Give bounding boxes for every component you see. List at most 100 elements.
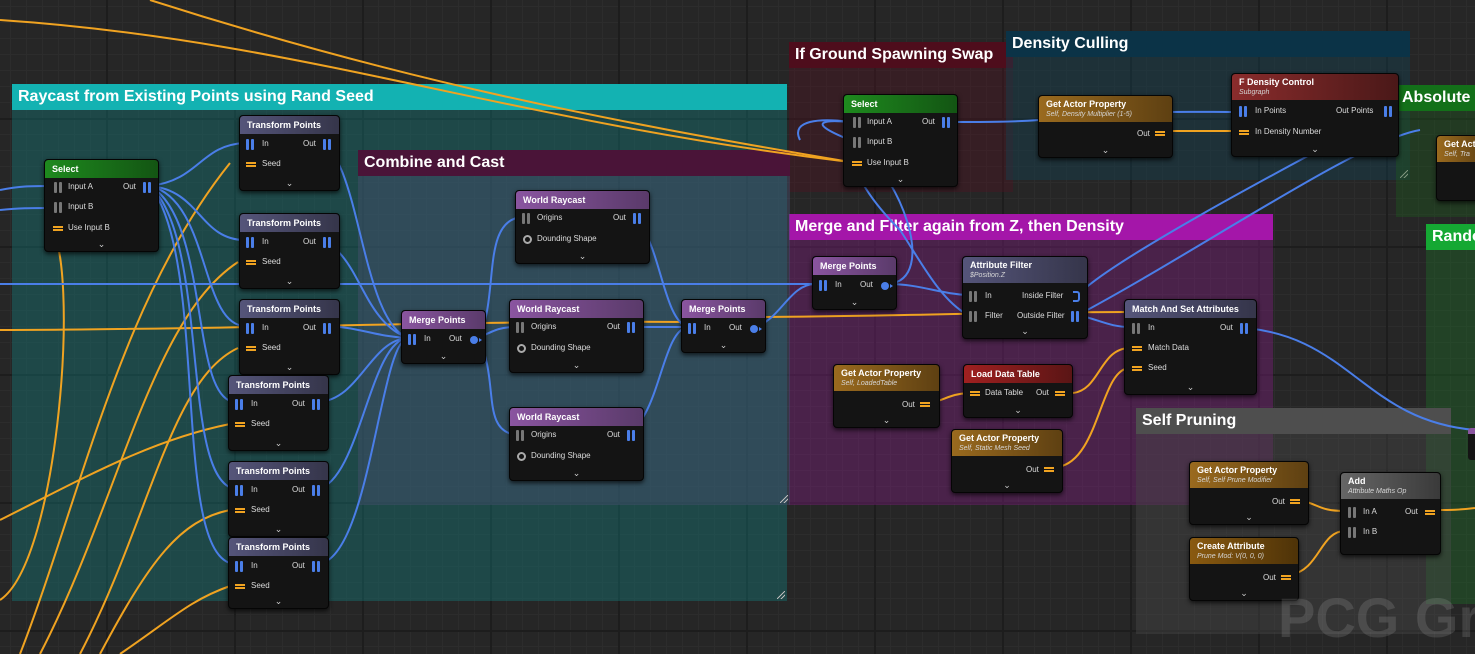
- filter-pin-icon[interactable]: [969, 311, 978, 322]
- expand-chevron-icon[interactable]: ⌄: [1186, 382, 1195, 392]
- out-pin-icon[interactable]: [312, 485, 321, 496]
- expand-chevron-icon[interactable]: ⌄: [1014, 405, 1022, 415]
- seed-pin-icon[interactable]: [246, 162, 256, 167]
- get-actor-property-node[interactable]: Get Actor Property Self, LoadedTable Out…: [833, 364, 940, 428]
- expand-chevron-icon[interactable]: ⌄: [850, 297, 859, 307]
- world-raycast-node[interactable]: World Raycast Origins Out Dounding Shape…: [509, 299, 644, 373]
- expand-chevron-icon[interactable]: ⌄: [719, 340, 728, 350]
- use-input-b-pin-icon[interactable]: [53, 226, 63, 231]
- in-a-pin-icon[interactable]: [1348, 507, 1357, 518]
- expand-chevron-icon[interactable]: ⌄: [1240, 588, 1248, 598]
- resize-grip-icon[interactable]: [780, 495, 788, 503]
- in-b-pin-icon[interactable]: [1348, 527, 1357, 538]
- expand-chevron-icon[interactable]: ⌄: [97, 239, 106, 249]
- transform-points-node[interactable]: Transform Points In Out Seed ⌄: [239, 115, 340, 191]
- seed-pin-icon[interactable]: [235, 508, 245, 513]
- expand-chevron-icon[interactable]: ⌄: [1245, 512, 1253, 522]
- inside-filter-pin-icon[interactable]: [1073, 291, 1080, 302]
- expand-chevron-icon[interactable]: ⌄: [285, 362, 294, 372]
- expand-chevron-icon[interactable]: ⌄: [1311, 144, 1319, 154]
- out-pin-icon[interactable]: [312, 561, 321, 572]
- in-pin-icon[interactable]: [235, 561, 244, 572]
- input-a-pin-icon[interactable]: [54, 182, 63, 193]
- expand-chevron-icon[interactable]: ⌄: [274, 596, 283, 606]
- in-pin-icon[interactable]: [819, 280, 828, 291]
- in-density-pin-icon[interactable]: [1239, 130, 1249, 135]
- select-node[interactable]: Select Input A Out Input B Use Input B ⌄: [44, 159, 159, 252]
- out-points-pin-icon[interactable]: [1384, 106, 1393, 117]
- out-pin-icon[interactable]: [1281, 575, 1291, 580]
- expand-chevron-icon[interactable]: ⌄: [1003, 480, 1011, 490]
- out-pin-icon[interactable]: [470, 336, 482, 344]
- bounding-shape-pin-icon[interactable]: [517, 452, 526, 461]
- expand-chevron-icon[interactable]: ⌄: [896, 174, 905, 184]
- in-pin-icon[interactable]: [1132, 323, 1141, 334]
- in-pin-icon[interactable]: [246, 323, 255, 334]
- expand-chevron-icon[interactable]: ⌄: [285, 276, 294, 286]
- expand-chevron-icon[interactable]: ⌄: [572, 360, 581, 370]
- out-pin-icon[interactable]: [633, 213, 642, 224]
- out-pin-icon[interactable]: [627, 322, 636, 333]
- world-raycast-node[interactable]: World Raycast Origins Out Dounding Shape…: [509, 407, 644, 481]
- expand-chevron-icon[interactable]: ⌄: [572, 468, 581, 478]
- match-and-set-attributes-node[interactable]: Match And Set Attributes In Out Match Da…: [1124, 299, 1257, 395]
- seed-pin-icon[interactable]: [246, 346, 256, 351]
- bounding-shape-pin-icon[interactable]: [517, 344, 526, 353]
- out-pin-icon[interactable]: [1425, 510, 1435, 515]
- transform-points-node[interactable]: Transform Points In Out Seed ⌄: [228, 375, 329, 451]
- out-pin-icon[interactable]: [920, 402, 930, 407]
- out-pin-icon[interactable]: [627, 430, 636, 441]
- out-pin-icon[interactable]: [143, 182, 152, 193]
- in-pin-icon[interactable]: [246, 237, 255, 248]
- in-pin-icon[interactable]: [235, 399, 244, 410]
- origins-pin-icon[interactable]: [522, 213, 531, 224]
- seed-pin-icon[interactable]: [235, 422, 245, 427]
- origins-pin-icon[interactable]: [516, 322, 525, 333]
- attribute-filter-node[interactable]: Attribute Filter $Position.Z In Inside F…: [962, 256, 1088, 339]
- density-control-node[interactable]: F Density Control Subgraph In Points Out…: [1231, 73, 1399, 157]
- get-actor-property-node[interactable]: Get Actor Property Self, Self Prune Modi…: [1189, 461, 1309, 525]
- out-pin-icon[interactable]: [1055, 391, 1065, 396]
- out-pin-icon[interactable]: [881, 282, 893, 290]
- expand-chevron-icon[interactable]: ⌄: [274, 524, 283, 534]
- in-pin-icon[interactable]: [969, 291, 978, 302]
- out-pin-icon[interactable]: [1044, 467, 1054, 472]
- expand-chevron-icon[interactable]: ⌄: [439, 351, 448, 361]
- get-actor-property-node[interactable]: Get Actor Property Self, Static Mesh See…: [951, 429, 1063, 493]
- out-pin-icon[interactable]: [750, 325, 762, 333]
- transform-points-node[interactable]: Transform Points In Out Seed ⌄: [228, 461, 329, 537]
- in-pin-icon[interactable]: [246, 139, 255, 150]
- data-table-pin-icon[interactable]: [970, 391, 980, 396]
- get-actor-property-node[interactable]: Get Actor Property Self, Density Multipl…: [1038, 95, 1173, 158]
- in-points-pin-icon[interactable]: [1239, 106, 1248, 117]
- load-data-table-node[interactable]: Load Data Table Data Table Out ⌄: [963, 364, 1073, 418]
- transform-points-node[interactable]: Transform Points In Out Seed ⌄: [239, 299, 340, 375]
- transform-points-node[interactable]: Transform Points In Out Seed ⌄: [228, 537, 329, 609]
- input-b-pin-icon[interactable]: [853, 137, 862, 148]
- seed-pin-icon[interactable]: [246, 260, 256, 265]
- in-pin-icon[interactable]: [688, 323, 697, 334]
- out-pin-icon[interactable]: [1290, 499, 1300, 504]
- input-b-pin-icon[interactable]: [54, 202, 63, 213]
- add-node[interactable]: Add Attribute Maths Op In A Out In B: [1340, 472, 1441, 555]
- origins-pin-icon[interactable]: [516, 430, 525, 441]
- out-pin-icon[interactable]: [323, 139, 332, 150]
- expand-chevron-icon[interactable]: ⌄: [578, 251, 587, 261]
- expand-chevron-icon[interactable]: ⌄: [285, 178, 294, 188]
- out-pin-icon[interactable]: [1240, 323, 1249, 334]
- merge-points-node[interactable]: Merge Points In Out ⌄: [812, 256, 897, 310]
- in-pin-icon[interactable]: [235, 485, 244, 496]
- resize-grip-icon[interactable]: [1400, 170, 1408, 178]
- seed-pin-icon[interactable]: [235, 584, 245, 589]
- out-pin-icon[interactable]: [323, 323, 332, 334]
- expand-chevron-icon[interactable]: ⌄: [1021, 326, 1029, 336]
- use-input-b-pin-icon[interactable]: [852, 161, 862, 166]
- expand-chevron-icon[interactable]: ⌄: [1101, 145, 1110, 155]
- out-pin-icon[interactable]: [1155, 131, 1165, 136]
- out-pin-icon[interactable]: [323, 237, 332, 248]
- out-pin-icon[interactable]: [942, 117, 951, 128]
- bounding-shape-pin-icon[interactable]: [523, 235, 532, 244]
- in-pin-icon[interactable]: [408, 334, 417, 345]
- seed-pin-icon[interactable]: [1132, 366, 1142, 371]
